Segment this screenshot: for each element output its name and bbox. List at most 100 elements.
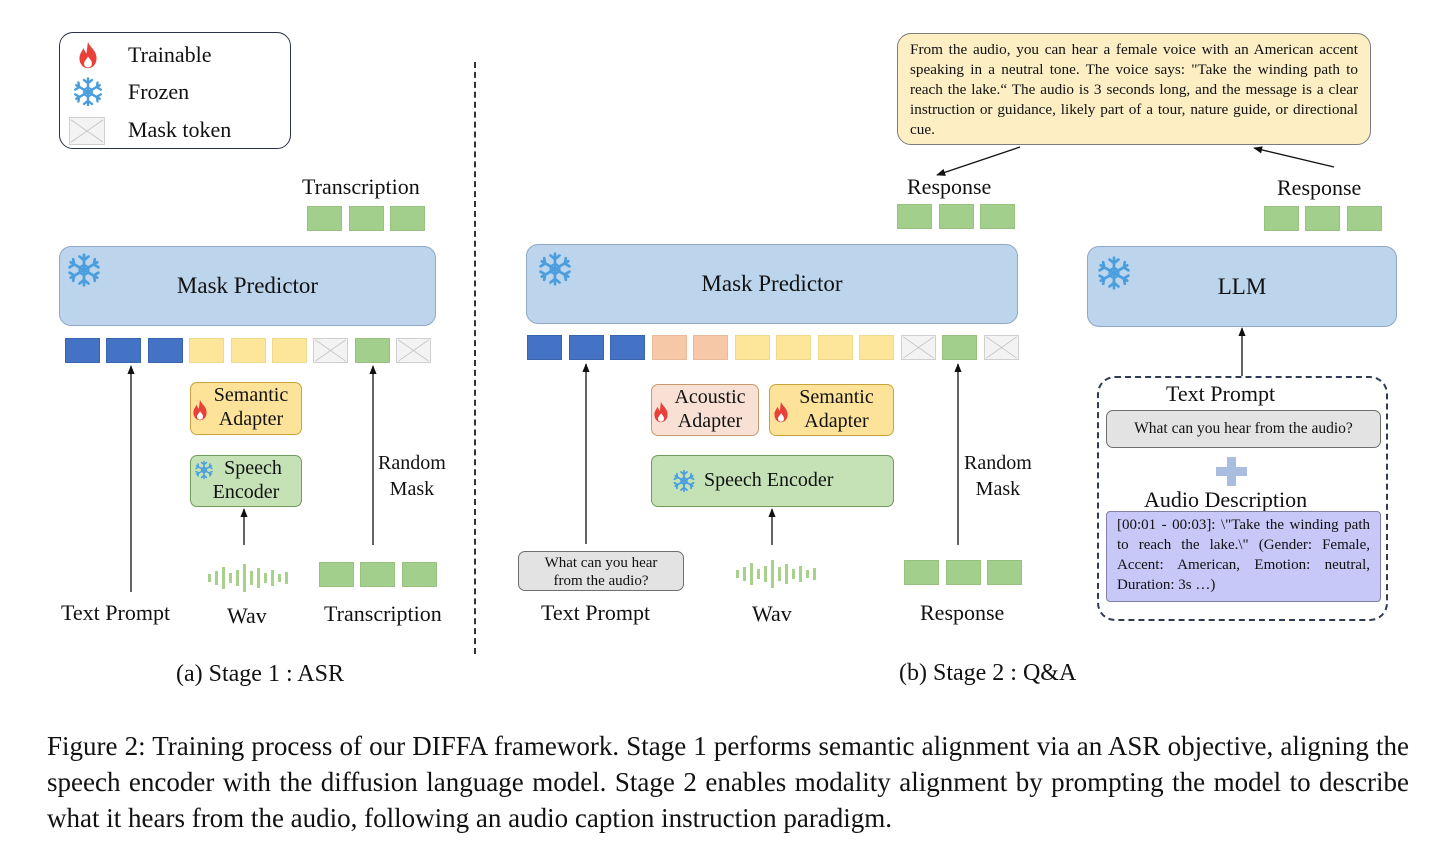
adapter-line1: Acoustic — [674, 386, 746, 408]
token-semantic — [776, 335, 811, 360]
waveform-bar — [757, 569, 760, 579]
llm-audio-description-box: [00:01 - 00:03]: \"Take the winding path… — [1106, 511, 1381, 602]
adapter-line1: Semantic — [213, 384, 289, 406]
token-semantic — [817, 335, 853, 360]
token-acoustic — [651, 335, 687, 360]
llm-input-group — [1097, 376, 1388, 621]
token-text — [527, 335, 562, 360]
stage1-wav-label: Wav — [227, 603, 267, 628]
token-response — [980, 204, 1015, 229]
waveform-bar — [278, 574, 281, 582]
token-semantic — [859, 335, 894, 360]
token-response — [307, 206, 342, 231]
waveform-bar — [271, 570, 274, 586]
stage2-acoustic-adapter: Acoustic Adapter — [651, 384, 759, 436]
stage1-transcription-label: Transcription — [324, 601, 442, 626]
adapter-line2: Adapter — [804, 410, 869, 432]
stage2-prompt-box: What can you hear from the audio? — [518, 551, 684, 591]
token-mask — [313, 338, 349, 363]
waveform-bar — [243, 564, 246, 592]
legend-label: Trainable — [128, 42, 212, 67]
encoder-line1: Speech — [224, 457, 282, 479]
llm-audio-description-label: Audio Description — [1144, 487, 1308, 512]
token-response — [354, 338, 390, 363]
random-mask-line1: Random — [378, 452, 446, 474]
adapter-line2: Adapter — [677, 410, 743, 432]
waveform-bar — [806, 570, 809, 578]
token-semantic — [230, 338, 266, 363]
token-response — [349, 206, 384, 231]
stage2-random-mask-label: Random Mask — [964, 450, 1032, 502]
legend: Trainable Frozen Mask token — [59, 32, 291, 149]
response-text-box: From the audio, you can hear a female vo… — [897, 33, 1371, 145]
llm-output-label: Response — [1277, 175, 1362, 200]
waveform-bar — [799, 566, 802, 582]
llm-text-prompt-box: What can you hear from the audio? — [1106, 410, 1381, 448]
token-text — [65, 338, 100, 363]
token-response — [942, 335, 977, 360]
token-response — [946, 560, 981, 585]
token-semantic — [734, 335, 770, 360]
stage2-title: (b) Stage 2 : Q&A — [899, 660, 1077, 686]
snowflake-icon — [195, 460, 213, 480]
waveform-bar — [215, 571, 218, 585]
mask-token-icon — [69, 117, 105, 145]
llm-block: LLM — [1087, 246, 1397, 327]
block-name: Mask Predictor — [176, 273, 319, 298]
legend-item-mask-token: Mask token — [60, 114, 290, 145]
random-mask-line2: Mask — [975, 478, 1021, 500]
random-mask-line2: Mask — [389, 478, 435, 500]
stage1-random-mask-label: Random Mask — [378, 450, 446, 502]
waveform-bar — [208, 574, 211, 582]
waveform-bar — [285, 572, 288, 584]
token-mask — [396, 338, 432, 363]
token-mask — [983, 335, 1019, 360]
prompt-line1: What can you hear — [544, 555, 658, 571]
token-mask — [900, 335, 936, 360]
token-response — [1264, 206, 1299, 231]
stage1-text-prompt-label: Text Prompt — [61, 600, 171, 625]
snowflake-icon — [73, 77, 103, 106]
arrow-response-to-s2 — [936, 146, 1021, 176]
token-response — [987, 560, 1022, 585]
waveform-bar — [736, 570, 739, 578]
stage2-speech-encoder: Speech Encoder — [651, 455, 894, 507]
stage2-output-label: Response — [907, 174, 992, 199]
waveform-bar — [813, 568, 816, 580]
waveform-bar — [778, 567, 781, 581]
encoder-line2: Encoder — [212, 481, 280, 503]
arrow-llm-response-to-box — [1253, 146, 1335, 168]
legend-label: Frozen — [128, 79, 190, 104]
encoder-name: Speech Encoder — [704, 469, 834, 491]
waveform-bar — [750, 563, 753, 585]
legend-item-trainable: Trainable — [60, 39, 290, 69]
stage2-mask-predictor: Mask Predictor — [526, 244, 1018, 324]
stage1-output-label: Transcription — [302, 174, 420, 199]
legend-item-frozen: Frozen — [60, 76, 290, 106]
waveform-bar — [236, 570, 239, 586]
waveform-bar — [785, 564, 788, 584]
token-response — [1305, 206, 1340, 231]
waveform-bar — [771, 560, 774, 588]
waveform-bar — [229, 573, 232, 583]
waveform-bar — [250, 571, 253, 585]
adapter-line1: Semantic — [799, 386, 874, 408]
token-acoustic — [693, 335, 728, 360]
stage2-semantic-adapter: Semantic Adapter — [769, 384, 894, 436]
flame-icon — [654, 401, 668, 423]
token-text — [147, 338, 183, 363]
random-mask-line1: Random — [964, 452, 1032, 474]
plus-icon — [1216, 457, 1247, 486]
flame-icon — [79, 41, 97, 69]
waveform-icon — [208, 564, 288, 592]
token-response — [402, 562, 437, 587]
legend-label: Mask token — [128, 117, 232, 142]
stage1-speech-encoder: Speech Encoder — [190, 455, 302, 507]
token-text — [610, 335, 645, 360]
snowflake-icon — [673, 469, 695, 493]
stage1-mask-predictor: Mask Predictor — [59, 246, 436, 326]
waveform-bar — [743, 567, 746, 581]
token-response — [1347, 206, 1382, 231]
token-response — [360, 562, 395, 587]
waveform-bar — [222, 567, 225, 589]
